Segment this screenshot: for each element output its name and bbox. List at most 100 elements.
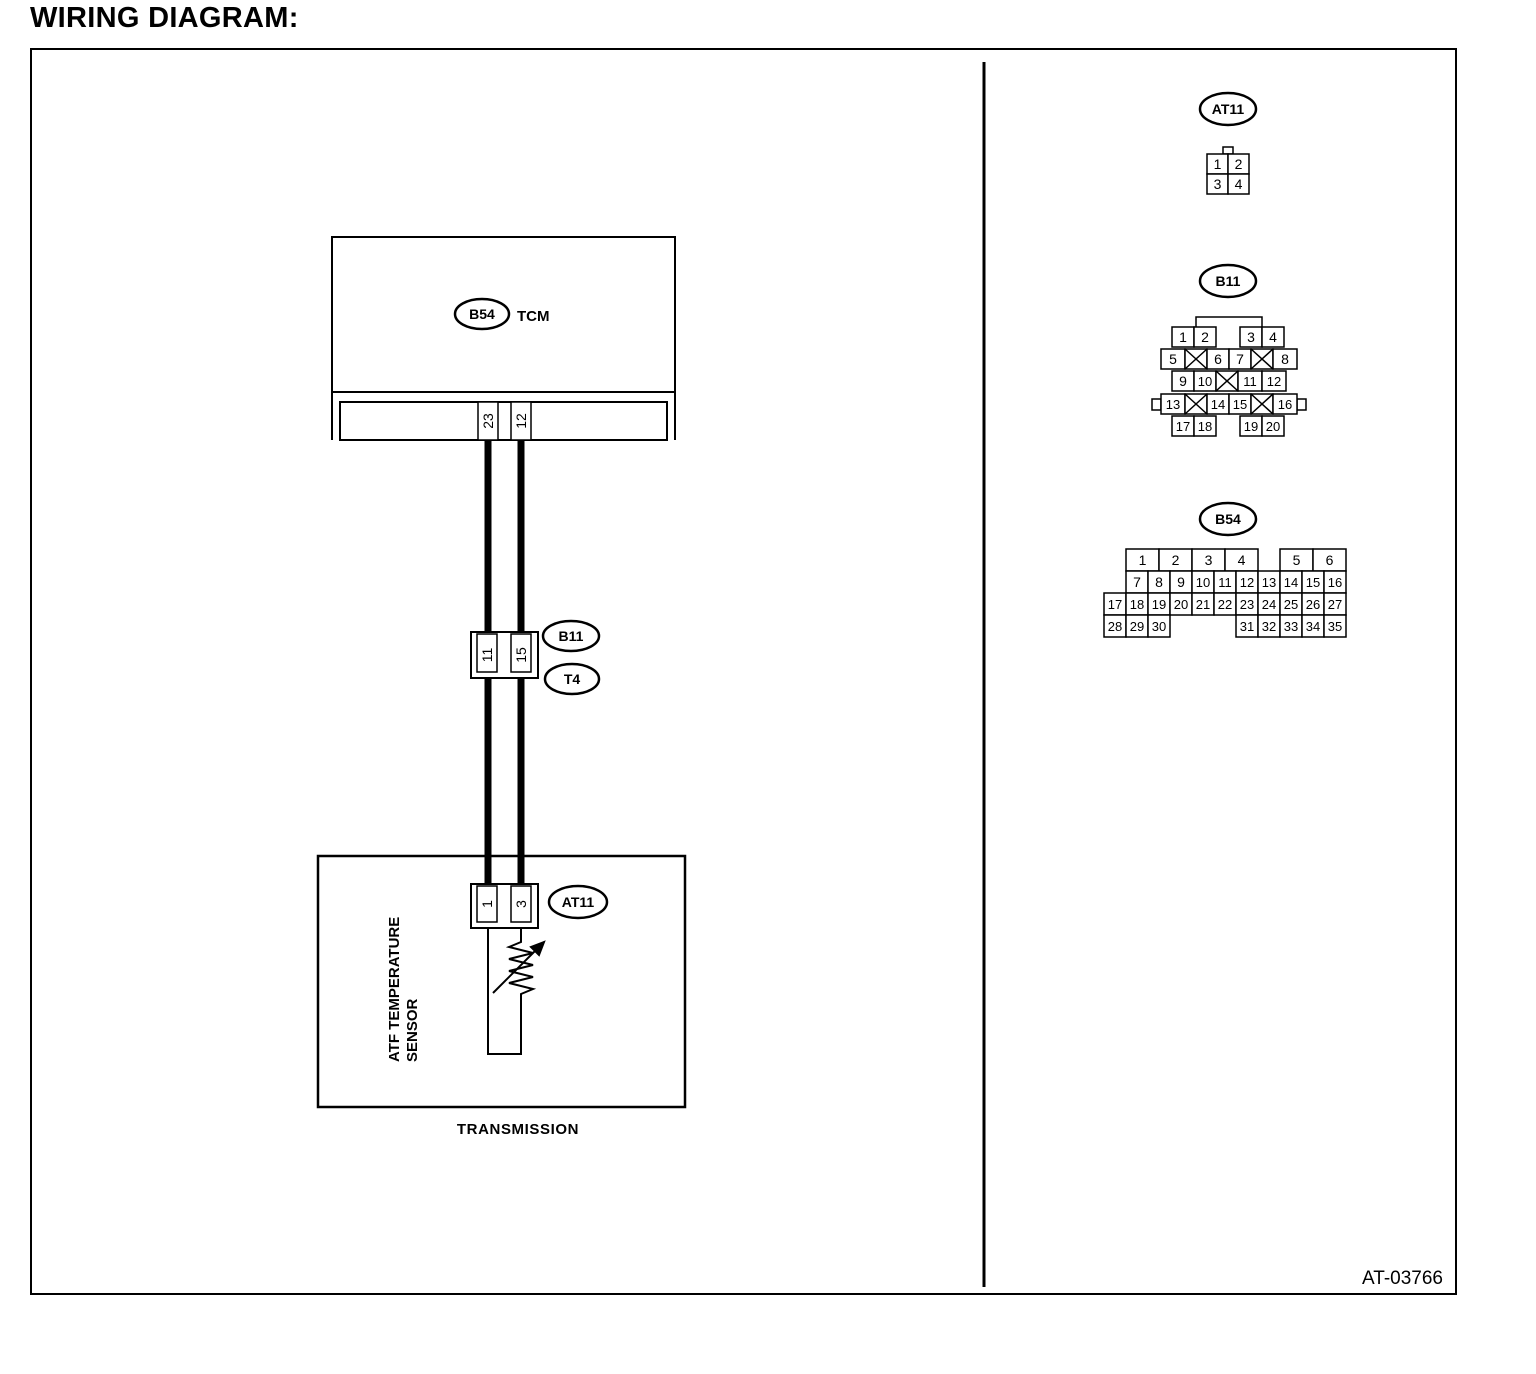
b11-view-pin-8: 8 — [1281, 351, 1289, 367]
b54-view-pin-4: 4 — [1238, 552, 1246, 568]
b11-view-blank-cross — [1215, 370, 1239, 392]
tcm-module: B54 TCM 23 12 — [331, 236, 676, 441]
b54-view-pin-29: 29 — [1130, 619, 1144, 634]
joint-pin-11: 11 — [479, 648, 495, 663]
at11-view-pin-2: 2 — [1235, 156, 1243, 172]
b11-connector-label: B11 — [559, 628, 584, 644]
thermistor-symbol — [487, 928, 546, 1055]
b54-view-pin-25: 25 — [1284, 597, 1298, 612]
sensor-label-line2: SENSOR — [404, 998, 421, 1062]
b11-view-pin-9: 9 — [1179, 373, 1187, 389]
b54-view-pin-7: 7 — [1133, 574, 1141, 590]
b54-view-pin-33: 33 — [1284, 619, 1298, 634]
at11-view-cell — [1227, 173, 1250, 195]
b11-view-pin-18: 18 — [1198, 419, 1212, 434]
b11-view-pin-17: 17 — [1176, 419, 1190, 434]
b11-view-cell — [1193, 415, 1217, 437]
b54-view-oval — [1198, 501, 1258, 537]
b54-view-pin-14: 14 — [1284, 575, 1298, 590]
sensor-label-line1: ATF TEMPERATURE — [386, 917, 403, 1062]
transmission-label: TRANSMISSION — [457, 1121, 579, 1138]
b54-view-pin-27: 27 — [1328, 597, 1342, 612]
b54-view-pin-35: 35 — [1328, 619, 1342, 634]
diagram-frame — [30, 48, 1457, 1295]
b11-view-pin-7: 7 — [1236, 351, 1244, 367]
b54-view-pin-9: 9 — [1177, 574, 1185, 590]
b54-connector-label: B54 — [469, 306, 495, 322]
b54-view-pin-28: 28 — [1108, 619, 1122, 634]
b54-view-pin-30: 30 — [1152, 619, 1166, 634]
b54-view-pin-1: 1 — [1139, 552, 1147, 568]
diagram-id: AT-03766 — [1362, 1268, 1443, 1289]
b54-view-pin-17: 17 — [1108, 597, 1122, 612]
b11-view-pin-1: 1 — [1179, 329, 1187, 345]
sensor-pin-3: 3 — [513, 900, 529, 908]
b11-view-blank-cross — [1184, 348, 1208, 370]
b54-view-pin-10: 10 — [1196, 575, 1210, 590]
diagram-heading: WIRING DIAGRAM: — [30, 2, 299, 34]
b11-view-pin-13: 13 — [1166, 397, 1180, 412]
b54-view-pin-24: 24 — [1262, 597, 1276, 612]
b54-view-pin-21: 21 — [1196, 597, 1210, 612]
b11-view-cell — [1261, 415, 1285, 437]
b54-view-pin-3: 3 — [1205, 552, 1213, 568]
b11-view-pin-14: 14 — [1211, 397, 1225, 412]
b11-view-cell — [1193, 326, 1217, 348]
b54-view-pin-34: 34 — [1306, 619, 1320, 634]
b54-view-cell — [1147, 614, 1171, 638]
b11-view-cell — [1272, 348, 1298, 370]
b11-view-cell — [1272, 393, 1298, 415]
b11-view-pin-20: 20 — [1266, 419, 1280, 434]
at11-connector-oval — [547, 884, 609, 920]
b11-view-pin-16: 16 — [1278, 397, 1292, 412]
t4-connector-oval — [543, 662, 601, 696]
transmission-box: 1 3 AT11 ATF TEMPERATURE SENSOR — [316, 854, 687, 1109]
b11-view-pin-10: 10 — [1198, 374, 1212, 389]
b54-view-pin-8: 8 — [1155, 574, 1163, 590]
at11-view-oval — [1198, 91, 1258, 127]
b54-view-pin-12: 12 — [1240, 575, 1254, 590]
b54-view-pin-13: 13 — [1262, 575, 1276, 590]
b11-connector-oval — [541, 619, 601, 653]
b54-view-pin-26: 26 — [1306, 597, 1320, 612]
b11-view-blank-cross — [1250, 393, 1274, 415]
b54-view-pin-22: 22 — [1218, 597, 1232, 612]
b11-view-cell — [1261, 370, 1287, 392]
joint-pin-15: 15 — [513, 647, 529, 663]
at11-view-label: AT11 — [1212, 101, 1245, 117]
tcm-pin-23: 23 — [480, 413, 496, 429]
b11-view-pin-2: 2 — [1201, 329, 1209, 345]
b11-view-label: B11 — [1216, 273, 1241, 289]
b54-view-pin-15: 15 — [1306, 575, 1320, 590]
b54-view-pin-31: 31 — [1240, 619, 1254, 634]
at11-view-pin-4: 4 — [1235, 176, 1243, 192]
b54-view-pin-32: 32 — [1262, 619, 1276, 634]
b54-connector-oval — [453, 297, 511, 331]
b11-view-pin-5: 5 — [1169, 351, 1177, 367]
b11-view-pin-19: 19 — [1244, 419, 1258, 434]
b54-view-pin-5: 5 — [1293, 552, 1301, 568]
t4-connector-label: T4 — [564, 671, 581, 687]
b54-view-pin-23: 23 — [1240, 597, 1254, 612]
b54-view-pin-2: 2 — [1172, 552, 1180, 568]
b11-view-cell — [1261, 326, 1285, 348]
b54-view-pin-16: 16 — [1328, 575, 1342, 590]
b11-view-blank-cross — [1184, 393, 1208, 415]
harness-wires — [484, 440, 525, 884]
b11-view-pin-15: 15 — [1233, 397, 1247, 412]
b11-view-pin-11: 11 — [1243, 374, 1257, 389]
tcm-pin-12: 12 — [513, 413, 529, 429]
b11-view-oval — [1198, 263, 1258, 299]
b54-view-pin-19: 19 — [1152, 597, 1166, 612]
b11-view-pin-12: 12 — [1267, 374, 1281, 389]
b11-view-pin-6: 6 — [1214, 351, 1222, 367]
joint-connector: 11 15 B11 T4 — [470, 619, 601, 696]
b11-view-blank-cross — [1250, 348, 1274, 370]
b54-view-label: B54 — [1215, 511, 1241, 527]
tcm-label: TCM — [517, 308, 550, 325]
b54-view-pin-20: 20 — [1174, 597, 1188, 612]
b54-view-pin-18: 18 — [1130, 597, 1144, 612]
at11-view-pin-1: 1 — [1214, 156, 1222, 172]
